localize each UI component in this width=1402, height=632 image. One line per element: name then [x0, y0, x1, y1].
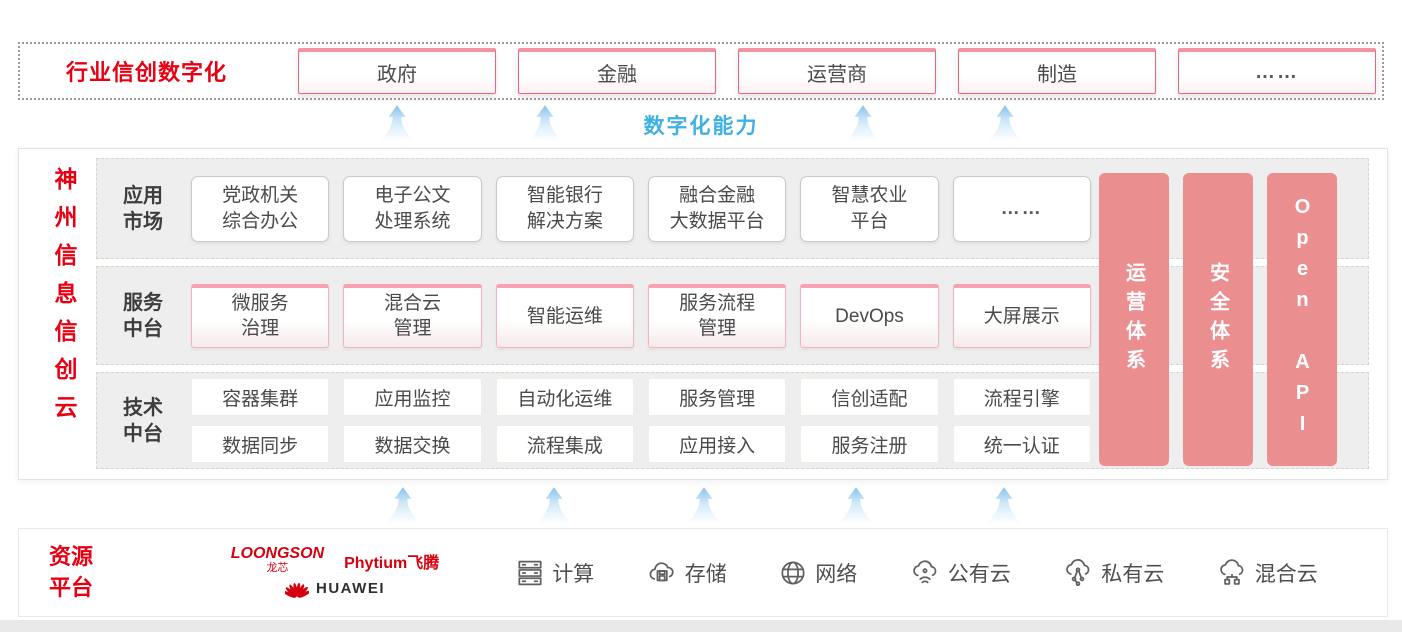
industry-banner-title: 行业信创数字化 [66, 60, 228, 85]
up-arrow-icon [988, 105, 1022, 141]
app-market-items: 党政机关 综合办公 电子公文 处理系统 智能银行 解决方案 融合金融 大数据平台 [191, 175, 1091, 242]
up-arrow-icon [687, 487, 721, 523]
app-box-edocument: 电子公文 处理系统 [343, 175, 482, 242]
band-service-platform-label: 服务 中台 [123, 291, 163, 340]
resource-item-compute: 计算 [514, 557, 594, 589]
svc-box-big-screen: 大屏展示 [952, 283, 1091, 348]
band-tech-platform-label: 技术 中台 [123, 396, 163, 445]
huawei-flower-icon [285, 582, 309, 598]
public-cloud-icon [912, 559, 937, 583]
up-arrow-icon [380, 105, 414, 141]
phytium-logo: Phytium飞腾 [344, 554, 440, 572]
digital-capability-label: 数字化能力 [643, 115, 759, 138]
app-box-more: …… [952, 175, 1091, 242]
network-icon [781, 560, 805, 585]
svc-box-devops: DevOps [800, 283, 939, 348]
tech-box-xinchuang-adaptation: 信创适配 [800, 378, 939, 416]
app-box-gov-office: 党政机关 综合办公 [191, 175, 330, 242]
service-platform-items: 微服务 治理 混合云 管理 智能运维 服务流程 管理 D [191, 283, 1091, 348]
tech-platform-items: 容器集群 数据同步 应用监控 数据交换 自动化运维 流程集成 服务管理 应用接入 [191, 378, 1091, 463]
up-arrow-icon [846, 105, 880, 141]
side-bar-operation-system: 运营体系 [1099, 173, 1169, 466]
tech-box-process-integration: 流程集成 [495, 425, 634, 463]
platform-box: 神州信息信创云 应用 市场 党政机关 综合办公 电子公文 处理系统 [18, 148, 1388, 480]
band-tech-platform: 技术 中台 容器集群 数据同步 应用监控 数据交换 自动化运维 流程集成 [96, 372, 1369, 469]
app-box-smart-agriculture: 智慧农业 平台 [800, 175, 939, 242]
resource-platform-box: 资源 平台 LOONGSON 龙芯 Phytium飞腾 [18, 528, 1388, 617]
tech-box-automated-ops: 自动化运维 [495, 378, 634, 416]
resource-items: 计算 存储 网络 [489, 557, 1343, 589]
huawei-logo: HUAWEI [285, 577, 385, 599]
tech-box-container-cluster: 容器集群 [191, 378, 330, 416]
up-arrow-icon [528, 105, 562, 141]
sector-row: 政府 金融 运营商 制造 …… [298, 48, 1376, 94]
vendor-logos: LOONGSON 龙芯 Phytium飞腾 [217, 544, 453, 599]
tech-box-service-mgmt: 服务管理 [647, 378, 787, 416]
svc-box-hybrid-cloud-mgmt: 混合云 管理 [343, 283, 482, 348]
up-arrow-icon [537, 487, 571, 523]
loongson-logo: LOONGSON 龙芯 [230, 544, 325, 574]
svc-box-intelligent-ops: 智能运维 [495, 283, 634, 348]
resource-item-storage: 存储 [645, 557, 727, 589]
sector-more: …… [1178, 48, 1376, 94]
resource-item-hybrid-cloud: 混合云 [1215, 557, 1318, 589]
side-bars: 运营体系 安全体系 Open API [1099, 173, 1337, 466]
app-box-finance-bigdata: 融合金融 大数据平台 [647, 175, 787, 242]
up-arrow-icon [987, 487, 1021, 523]
tech-box-service-registry: 服务注册 [800, 425, 939, 463]
resource-item-network: 网络 [777, 557, 857, 589]
industry-banner: 行业信创数字化 政府 金融 运营商 制造 …… [18, 42, 1384, 100]
tech-box-app-access: 应用接入 [647, 425, 787, 463]
resource-item-private-cloud: 私有云 [1061, 557, 1164, 589]
bottom-strip [0, 620, 1402, 632]
sector-finance: 金融 [518, 48, 716, 94]
svc-box-microservice: 微服务 治理 [191, 283, 330, 348]
private-cloud-icon [1066, 558, 1090, 586]
sector-government: 政府 [298, 48, 496, 94]
band-app-market-label: 应用 市场 [123, 184, 163, 233]
up-arrow-icon [386, 487, 420, 523]
tech-box-process-engine: 流程引擎 [952, 378, 1091, 416]
resource-item-public-cloud: 公有云 [908, 557, 1011, 589]
compute-icon [518, 560, 542, 585]
app-box-smart-bank: 智能银行 解决方案 [495, 175, 634, 242]
side-bar-security-system: 安全体系 [1183, 173, 1253, 466]
tech-box-data-exchange: 数据交换 [343, 425, 482, 463]
sector-operator: 运营商 [738, 48, 936, 94]
up-arrow-icon [839, 487, 873, 523]
tech-box-data-sync: 数据同步 [191, 425, 330, 463]
platform-bands: 应用 市场 党政机关 综合办公 电子公文 处理系统 智能银行 解决方案 [96, 158, 1369, 469]
svc-box-service-process: 服务流程 管理 [647, 283, 787, 348]
tech-box-app-monitoring: 应用监控 [343, 378, 482, 416]
side-bar-open-api: Open API [1267, 173, 1337, 466]
hybrid-cloud-icon [1219, 558, 1244, 585]
sector-manufacturing: 制造 [958, 48, 1156, 94]
storage-icon [649, 561, 674, 581]
tech-box-unified-auth: 统一认证 [952, 425, 1091, 463]
resource-platform-label: 资源 平台 [49, 543, 94, 600]
platform-vertical-title: 神州信息信创云 [51, 167, 77, 433]
